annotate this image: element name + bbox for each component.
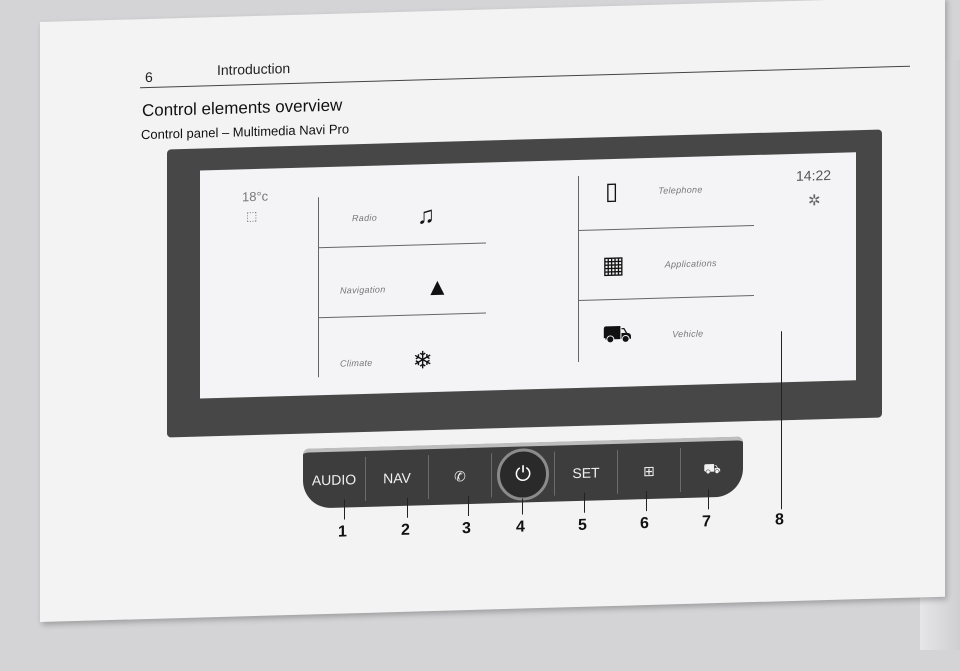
- tile-label: Applications: [664, 257, 717, 270]
- power-icon: ⏻: [497, 447, 549, 502]
- phone-icon: ✆: [454, 467, 466, 484]
- tile-divider: [318, 312, 486, 319]
- music-note-icon: ♫: [417, 201, 436, 230]
- callout-4: 4: [516, 518, 525, 536]
- tile-applications[interactable]: ▦ Applications: [602, 248, 717, 280]
- tile-label: Vehicle: [672, 328, 704, 340]
- navigation-arrow-icon: ▲: [425, 273, 450, 302]
- callout-1: 1: [338, 523, 347, 541]
- apps-grid-icon: ▦: [602, 251, 625, 280]
- display-screen: 18°c ⬚ 14:22 ✲ Radio ♫ Navigation ▲ Clim…: [200, 152, 856, 399]
- page-number: 6: [145, 68, 153, 86]
- callout-line: [708, 489, 709, 510]
- display-bezel: 18°c ⬚ 14:22 ✲ Radio ♫ Navigation ▲ Clim…: [167, 129, 882, 438]
- chapter-title: Introduction: [217, 60, 291, 79]
- apps-button[interactable]: ⊞: [618, 448, 681, 494]
- callout-8: 8: [775, 511, 784, 529]
- callout-5: 5: [578, 516, 587, 534]
- callout-line: [468, 496, 469, 517]
- callout-3: 3: [462, 519, 471, 538]
- tile-divider: [318, 197, 319, 378]
- vehicle-button[interactable]: ⛟: [681, 446, 743, 492]
- car-icon: ⛟: [602, 320, 633, 349]
- nav-button[interactable]: NAV: [366, 455, 429, 501]
- clock: 14:22: [796, 166, 832, 184]
- car-icon: ⛟: [703, 459, 721, 476]
- callout-7: 7: [702, 513, 711, 531]
- tile-label: Climate: [340, 357, 373, 369]
- tile-vehicle[interactable]: ⛟ Vehicle: [602, 318, 704, 351]
- callout-line: [646, 491, 647, 512]
- set-button[interactable]: SET: [555, 449, 618, 496]
- tile-label: Radio: [352, 212, 378, 224]
- apps-grid-icon: ⊞: [643, 462, 655, 479]
- tile-label: Navigation: [340, 284, 386, 296]
- tile-climate[interactable]: Climate ❄: [340, 346, 433, 378]
- tile-telephone[interactable]: ▯ Telephone: [605, 174, 703, 206]
- callout-line: [344, 499, 345, 520]
- callout-2: 2: [401, 521, 410, 539]
- message-icon: ⬚: [246, 208, 258, 224]
- snowflake-icon: ❄: [412, 347, 433, 375]
- smartphone-icon: ▯: [605, 177, 619, 206]
- section-title: Control elements overview: [142, 95, 343, 121]
- tile-divider: [318, 242, 486, 249]
- temperature-readout: 18°c: [242, 188, 269, 205]
- tile-label: Telephone: [658, 183, 703, 196]
- gear-icon: ✲: [808, 192, 821, 210]
- manual-page: 6 Introduction Control elements overview…: [40, 0, 945, 622]
- callout-line: [584, 492, 585, 513]
- tile-divider: [578, 225, 754, 231]
- callout-6: 6: [640, 514, 649, 533]
- phone-button[interactable]: ✆: [429, 453, 492, 500]
- tile-radio[interactable]: Radio ♫: [352, 202, 435, 232]
- subsection-title: Control panel – Multimedia Navi Pro: [141, 121, 350, 143]
- tile-divider: [578, 295, 754, 301]
- control-panel: AUDIO NAV ✆ ⏻ SET ⊞ ⛟: [303, 436, 743, 509]
- power-button[interactable]: ⏻: [492, 447, 555, 502]
- tile-navigation[interactable]: Navigation ▲: [340, 274, 449, 305]
- callout-line: [407, 497, 408, 518]
- callout-line: [522, 498, 523, 515]
- tile-divider: [578, 175, 579, 362]
- audio-button[interactable]: AUDIO: [303, 456, 366, 503]
- callout-line: [781, 331, 782, 510]
